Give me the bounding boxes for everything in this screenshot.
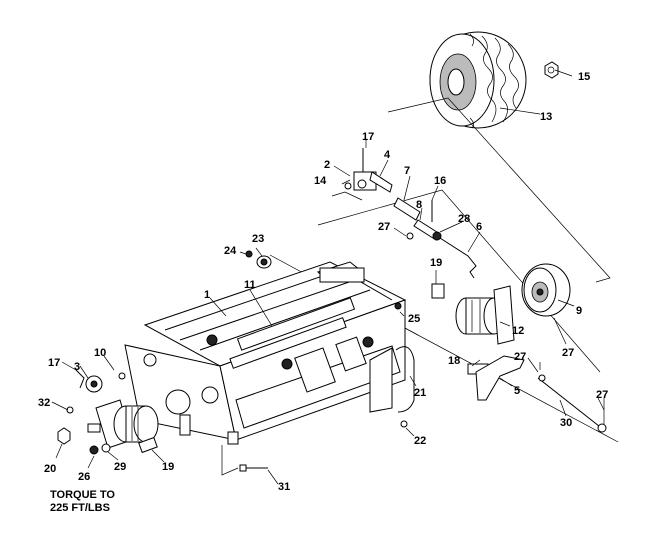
left-bushing	[75, 369, 126, 393]
pin	[431, 283, 445, 299]
callout-28: 28	[458, 213, 470, 225]
callout-16: 16	[434, 175, 446, 187]
callout-22: 22	[414, 435, 426, 447]
callout-19: 19	[430, 257, 442, 269]
callout-6: 6	[476, 221, 482, 233]
bushing	[256, 255, 272, 269]
wheel-motor-right	[455, 285, 515, 345]
brake-linkage	[344, 148, 477, 279]
callout-29: 29	[114, 461, 126, 473]
wheel-motor-left	[57, 399, 159, 455]
callout-17: 17	[362, 131, 374, 143]
callout-9: 9	[576, 305, 582, 317]
leader-lines	[51, 69, 605, 485]
reference-line	[387, 97, 611, 283]
callout-32: 32	[38, 397, 50, 409]
callout-2: 2	[324, 159, 330, 171]
clip	[406, 232, 414, 240]
callout-30: 30	[560, 417, 572, 429]
brake-pedal-linkage	[467, 355, 607, 433]
main-frame	[124, 261, 415, 445]
callout-7: 7	[404, 165, 410, 177]
callout-15: 15	[578, 71, 590, 83]
screw	[245, 250, 253, 258]
reference-line	[331, 191, 363, 201]
callout-21: 21	[414, 387, 426, 399]
torque-note-line1: TORQUE TO	[50, 489, 115, 501]
callout-27: 27	[562, 347, 574, 359]
callout-5: 5	[514, 385, 520, 397]
callout-labels: 15 13 17 2 4 14 7 16 8 28 27 6 24 23 19 …	[38, 71, 608, 493]
callout-1: 1	[204, 289, 210, 301]
torque-note: TORQUE TO 225 FT/LBS	[50, 489, 115, 514]
callout-19: 19	[162, 461, 174, 473]
callout-27: 27	[596, 389, 608, 401]
screw	[400, 420, 408, 428]
reference-line	[221, 445, 239, 476]
callout-13: 13	[540, 111, 552, 123]
callout-3: 3	[74, 361, 80, 373]
callout-14: 14	[314, 175, 327, 187]
callout-10: 10	[94, 347, 106, 359]
callout-20: 20	[44, 463, 56, 475]
reference-line	[299, 271, 619, 443]
callout-31: 31	[278, 481, 290, 493]
bolt	[394, 302, 402, 310]
bolt-31	[239, 464, 268, 472]
callout-27: 27	[514, 351, 526, 363]
callout-8: 8	[416, 199, 422, 211]
callout-11: 11	[244, 279, 256, 291]
callout-25: 25	[408, 313, 420, 325]
callout-27: 27	[378, 221, 390, 233]
callout-17: 17	[48, 357, 60, 369]
callout-24: 24	[224, 245, 237, 257]
pin	[138, 436, 158, 454]
brake-drum	[521, 263, 571, 317]
callout-26: 26	[78, 471, 90, 483]
torque-note-line2: 225 FT/LBS	[50, 502, 110, 514]
callout-23: 23	[252, 233, 264, 245]
callout-12: 12	[512, 325, 524, 337]
callout-4: 4	[384, 149, 391, 161]
tire	[429, 31, 527, 129]
callout-18: 18	[448, 355, 460, 367]
lug-nut	[544, 61, 559, 79]
